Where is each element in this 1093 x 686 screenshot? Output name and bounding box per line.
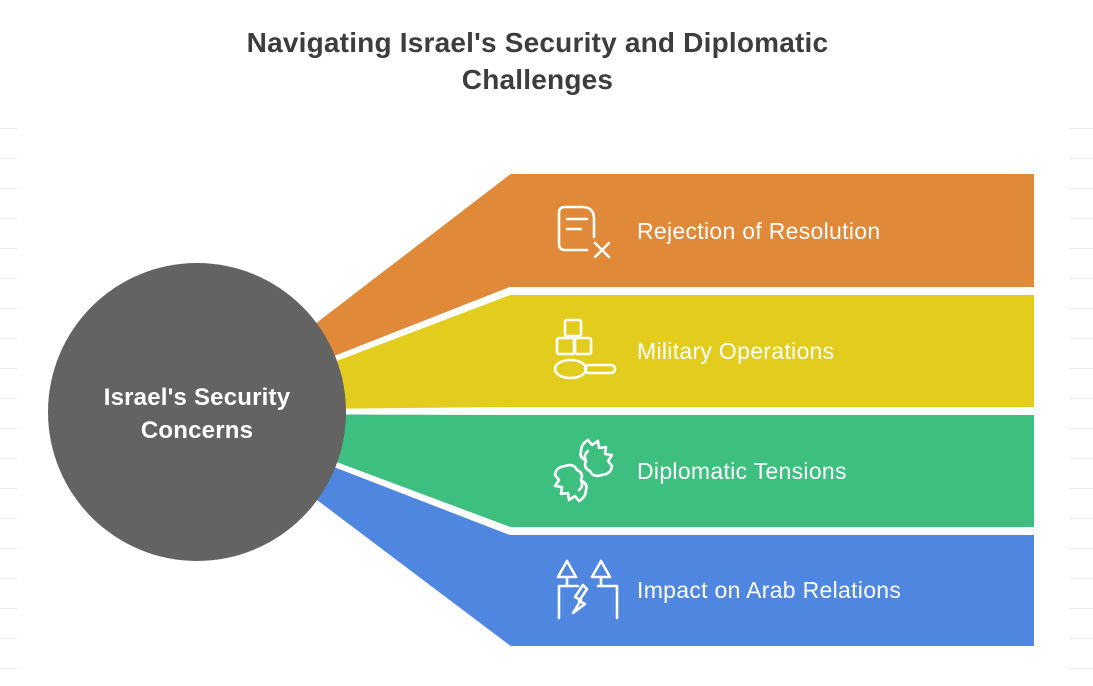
center-label-line1: Israel's Security: [104, 384, 291, 411]
clashing-hands-icon: [553, 438, 614, 503]
band-label-military-operations: Military Operations: [637, 338, 834, 364]
band-label-diplomatic-tensions: Diplomatic Tensions: [637, 458, 847, 484]
page-title-line2: Challenges: [461, 64, 614, 95]
center-circle: [48, 263, 346, 561]
page-title-line1: Navigating Israel's Security and Diploma…: [246, 27, 829, 58]
sugar-cubes-spoon-icon: [553, 318, 617, 380]
center-label-line2: Concerns: [141, 417, 253, 444]
band-label-rejection-of-resolution: Rejection of Resolution: [637, 218, 880, 244]
band-diplomatic-tensions: [195, 410, 1038, 531]
band-impact-on-arab-relations: [195, 410, 1038, 650]
band-rejection-of-resolution: [195, 170, 1038, 414]
band-military-operations: [195, 291, 1038, 414]
background-guide-lines-left: [0, 128, 17, 686]
page-title: Navigating Israel's Security and Diploma…: [0, 24, 1075, 98]
document-x-icon: [557, 205, 611, 259]
background-guide-lines-right: [1069, 128, 1093, 686]
band-label-impact-on-arab-relations: Impact on Arab Relations: [637, 577, 901, 603]
broken-bond-icon: [556, 559, 619, 620]
